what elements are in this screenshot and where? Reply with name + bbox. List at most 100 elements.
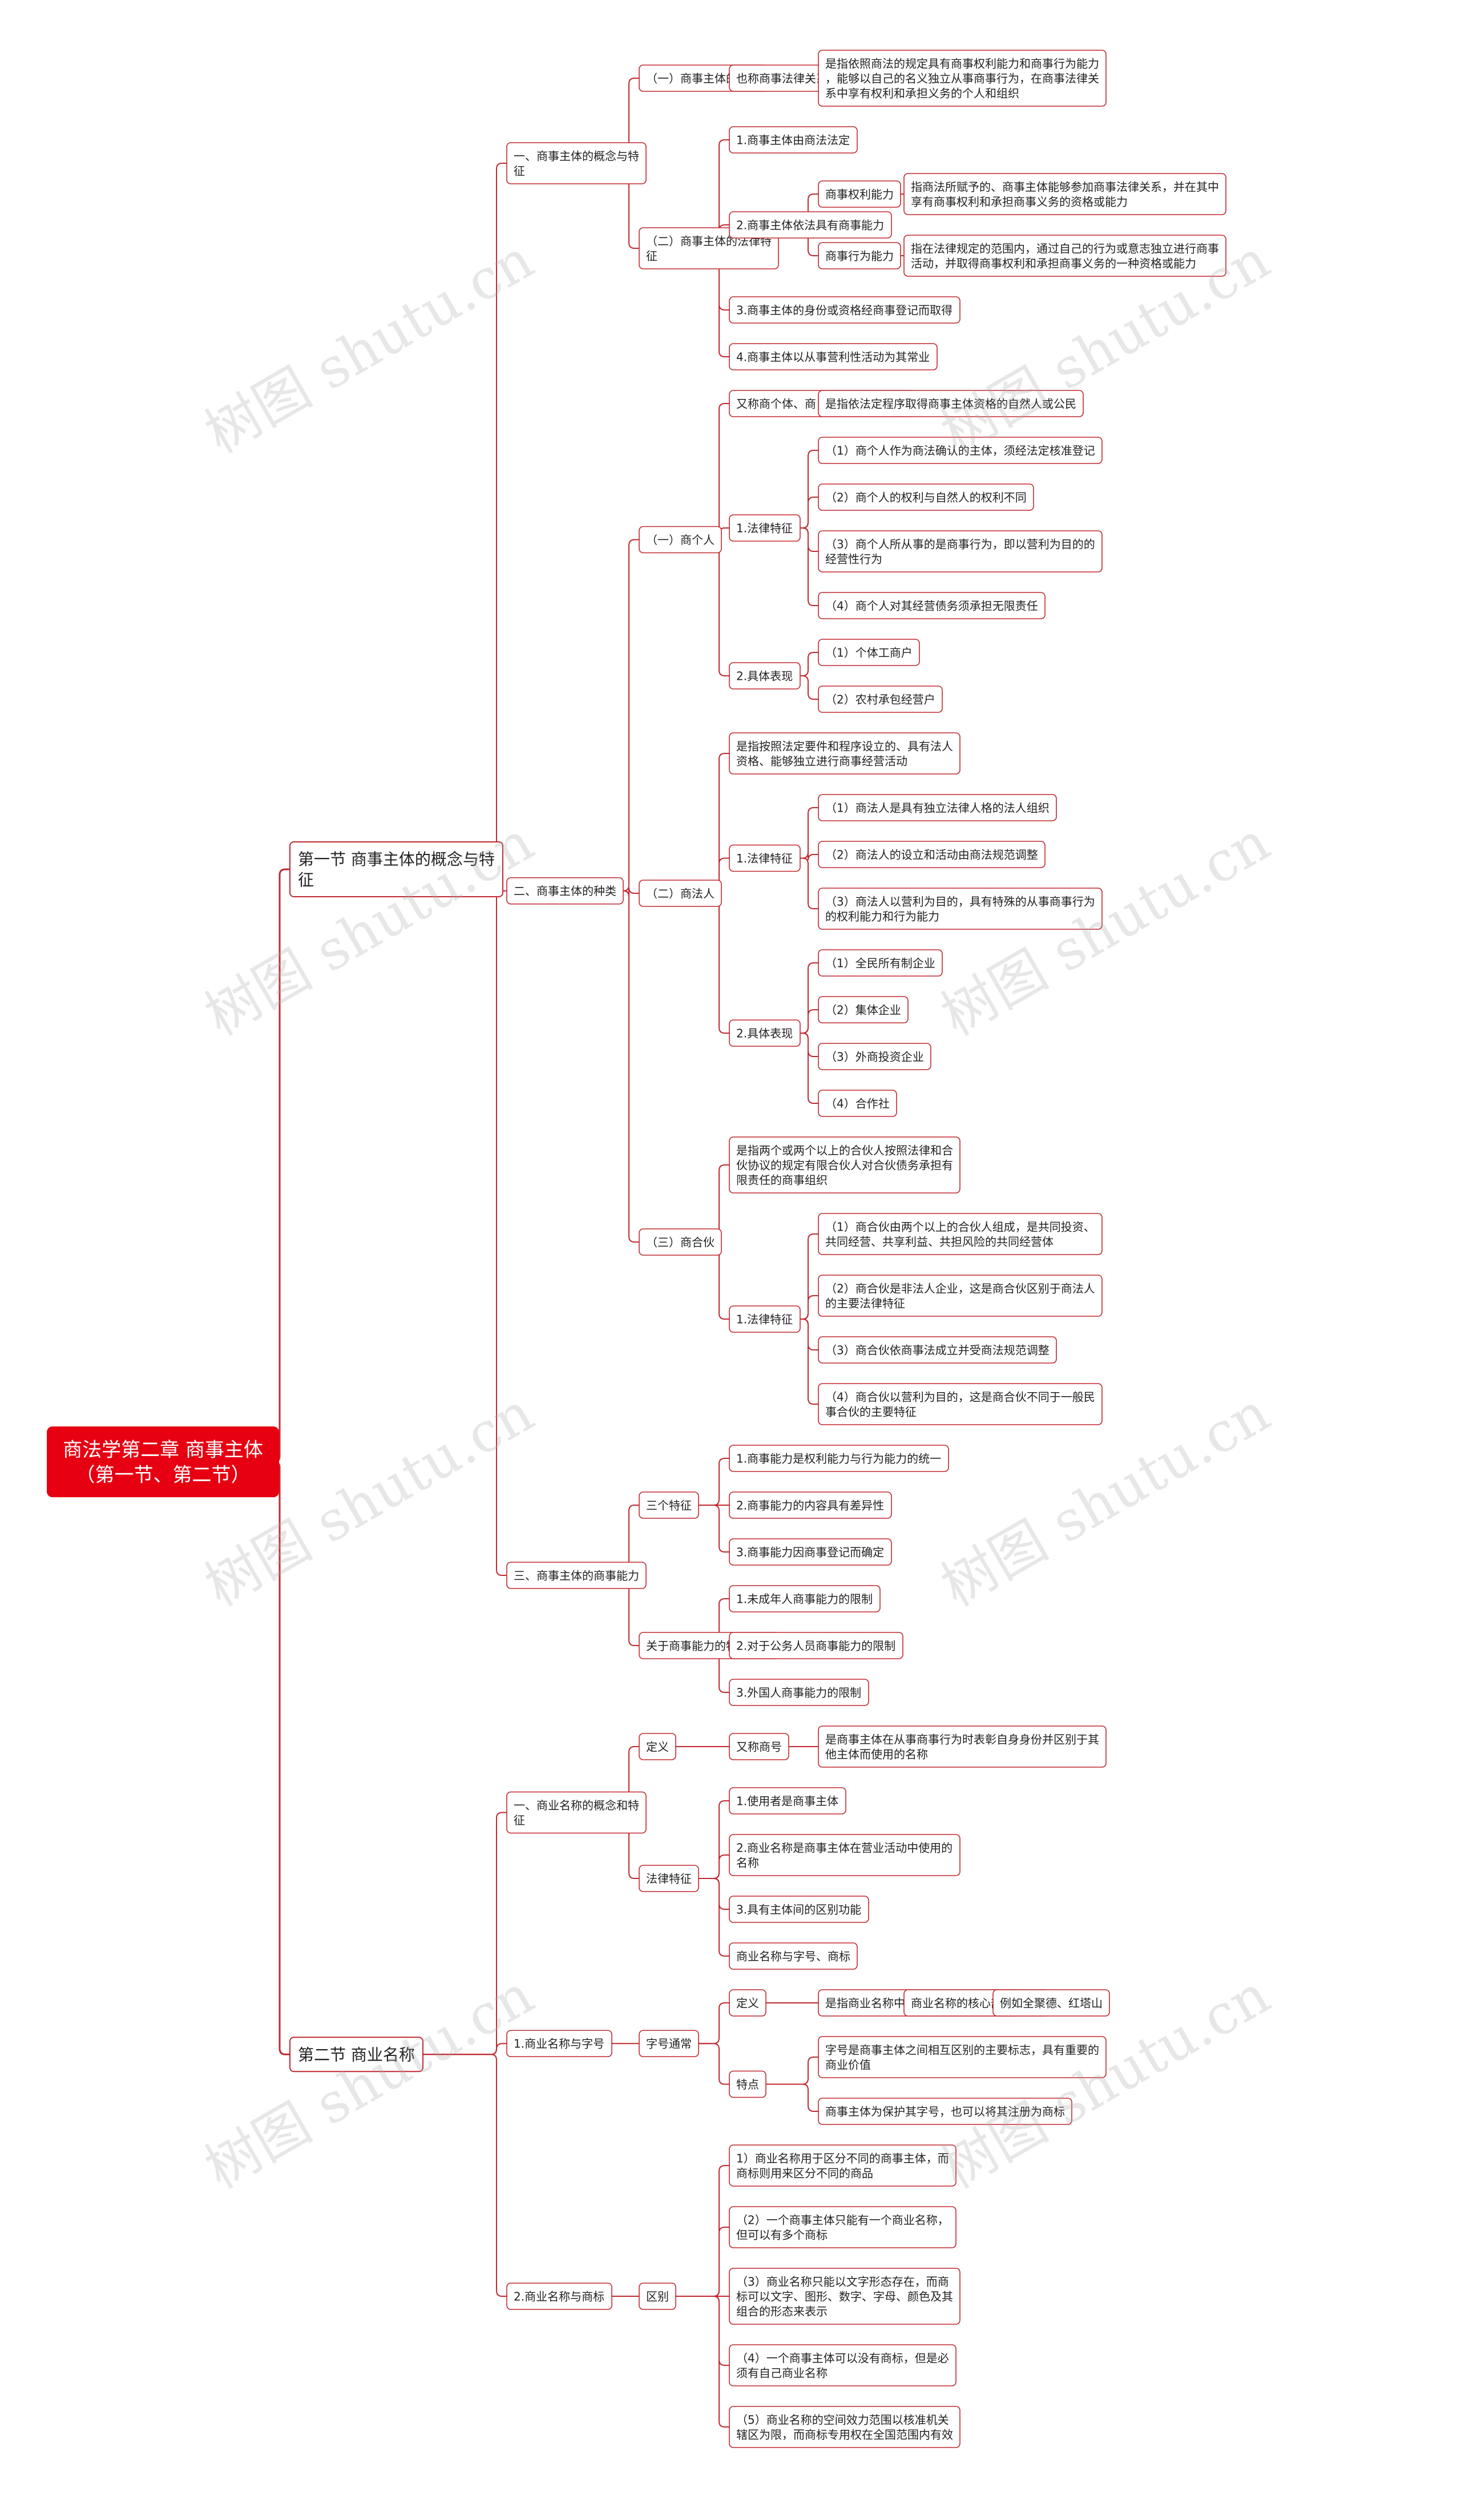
node-label: （2）农村承包经营户: [825, 692, 935, 706]
node-box: [818, 242, 901, 269]
branch-node[interactable]: （一）商个人: [639, 526, 722, 554]
branch-node[interactable]: 2.具体表现: [729, 1019, 801, 1047]
leaf-node[interactable]: 是指两个或两个以上的合伙人按照法律和合伙协议的规定有限合伙人对合伙债务承担有限责…: [729, 1136, 960, 1194]
node-label: 商事权利能力: [825, 187, 894, 201]
branch-node[interactable]: 2.商事主体依法具有商事能力: [729, 211, 892, 239]
leaf-node[interactable]: （2）商法人的设立和活动由商法规范调整: [818, 841, 1046, 868]
branch-node[interactable]: 2.商业名称与商标: [506, 2283, 612, 2310]
leaf-node[interactable]: （2）集体企业: [818, 996, 909, 1023]
leaf-node[interactable]: （1）商法人是具有独立法律人格的法人组织: [818, 794, 1057, 821]
section-node[interactable]: 第二节 商业名称: [289, 2037, 423, 2073]
node-box: [506, 877, 624, 905]
node-label: （4）商合伙以营利为目的，这是商合伙不同于一般民: [825, 1390, 1095, 1404]
branch-node[interactable]: 2.具体表现: [729, 662, 801, 690]
branch-node[interactable]: 商事权利能力: [818, 180, 901, 208]
leaf-node[interactable]: （1）全民所有制企业: [818, 949, 943, 977]
node-box: [639, 526, 722, 554]
node-box: [729, 1787, 846, 1815]
leaf-node[interactable]: 是指依照商法的规定具有商事权利能力和商事行为能力，能够以自己的名义独立从事商事行…: [818, 50, 1107, 107]
branch-node[interactable]: 1.商业名称与字号: [506, 2030, 612, 2058]
branch-node[interactable]: 商事行为能力: [818, 242, 901, 269]
leaf-node[interactable]: 1.商事主体由商法法定: [729, 126, 858, 154]
node-box: [818, 888, 1103, 930]
connector: [800, 652, 818, 676]
leaf-node[interactable]: 2.对于公务人员商事能力的限制: [729, 1632, 903, 1659]
node-label: 2.具体表现: [736, 1026, 793, 1040]
leaf-node[interactable]: 3.外国人商事能力的限制: [729, 1679, 869, 1706]
node-label: （2）商合伙是非法人企业，这是商合伙区别于商法人: [825, 1281, 1095, 1295]
branch-node[interactable]: 1.法律特征: [729, 514, 801, 542]
leaf-node[interactable]: （3）商合伙依商事法成立并受商法规范调整: [818, 1336, 1057, 1364]
node-label: （4）商个人对其经营债务须承担无限责任: [825, 599, 1038, 612]
leaf-node[interactable]: 指在法律规定的范围内，通过自己的行为或意志独立进行商事活动，并取得商事权利和承担…: [903, 235, 1226, 277]
node-box: [729, 1834, 960, 1876]
leaf-node[interactable]: （2）一个商事主体只能有一个商业名称，但可以有多个商标: [729, 2206, 956, 2248]
branch-node[interactable]: 字号通常: [639, 2030, 699, 2058]
leaf-node[interactable]: （3）商业名称只能以文字形态存在，而商标可以文字、图形、数字、字母、颜色及其组合…: [729, 2268, 960, 2325]
node-label: （3）外商投资企业: [825, 1050, 924, 1063]
node-box: [729, 514, 801, 542]
branch-node[interactable]: 定义: [729, 1989, 766, 2017]
root-node[interactable]: 商法学第二章 商事主体（第一节、第二节）: [47, 1426, 279, 1498]
leaf-node[interactable]: 4.商事主体以从事营利性活动为其常业: [729, 343, 938, 370]
leaf-node[interactable]: （1）个体工商户: [818, 639, 920, 666]
connector: [800, 1009, 818, 1034]
branch-node[interactable]: 又称商号: [729, 1733, 789, 1760]
leaf-node[interactable]: 1.未成年人商事能力的限制: [729, 1585, 881, 1612]
branch-node[interactable]: 三个特征: [639, 1491, 699, 1519]
branch-node[interactable]: 法律特征: [639, 1865, 699, 1892]
node-label: 字号通常: [646, 2037, 692, 2051]
node-label: 征: [646, 249, 657, 263]
leaf-node[interactable]: 3.商事能力因商事登记而确定: [729, 1538, 892, 1566]
leaf-node[interactable]: 指商法所赋予的、商事主体能够参加商事法律关系，并在其中享有商事权利和承担商事义务…: [903, 173, 1226, 215]
node-label: 3.商事主体的身份或资格经商事登记而取得: [736, 303, 953, 317]
branch-node[interactable]: （三）商合伙: [639, 1228, 722, 1256]
leaf-node[interactable]: （1）商个人作为商法确认的主体，须经法定核准登记: [818, 437, 1103, 464]
node-label: 特点: [736, 2078, 759, 2091]
node-label: （3）商合伙依商事法成立并受商法规范调整: [825, 1343, 1050, 1357]
branch-node[interactable]: 特点: [729, 2070, 766, 2098]
leaf-node[interactable]: （3）外商投资企业: [818, 1043, 931, 1070]
leaf-node[interactable]: 3.商事主体的身份或资格经商事登记而取得: [729, 296, 960, 324]
leaf-node[interactable]: 商事主体为保护其字号，也可以将其注册为商标: [818, 2098, 1072, 2125]
node-label: 2.商业名称与商标: [514, 2289, 604, 2303]
leaf-node[interactable]: 1.使用者是商事主体: [729, 1787, 846, 1815]
branch-node[interactable]: 定义: [639, 1733, 676, 1760]
branch-node[interactable]: 区别: [639, 2283, 676, 2310]
branch-node[interactable]: 1.法律特征: [729, 1305, 801, 1333]
connector: [800, 1319, 818, 1405]
leaf-node[interactable]: （4）商个人对其经营债务须承担无限责任: [818, 592, 1046, 619]
branch-node[interactable]: 1.法律特征: [729, 844, 801, 872]
leaf-node[interactable]: （1）商合伙由两个以上的合伙人组成，是共同投资、共同经营、共享利益、共担风险的共…: [818, 1213, 1103, 1255]
branch-node[interactable]: （二）商法人: [639, 880, 722, 907]
node-label: （4）一个商事主体可以没有商标，但是必: [736, 2351, 949, 2365]
node-box: [506, 2030, 612, 2058]
node-label: 又称商号: [736, 1740, 782, 1753]
leaf-node[interactable]: 商业名称与字号、商标: [729, 1942, 858, 1970]
leaf-node[interactable]: （2）农村承包经营户: [818, 686, 943, 713]
leaf-node[interactable]: 1.商事能力是权利能力与行为能力的统一: [729, 1445, 949, 1472]
leaf-node[interactable]: 3.具有主体间的区别功能: [729, 1896, 869, 1923]
leaf-node[interactable]: （2）商个人的权利与自然人的权利不同: [818, 483, 1034, 511]
leaf-node[interactable]: 2.商事能力的内容具有差异性: [729, 1491, 892, 1519]
leaf-node[interactable]: 是指依法定程序取得商事主体资格的自然人或公民: [818, 390, 1084, 417]
connector: [800, 807, 818, 859]
leaf-node[interactable]: 例如全聚德、红塔山: [992, 1989, 1110, 2017]
leaf-node[interactable]: （4）合作社: [818, 1090, 897, 1117]
branch-node[interactable]: 二、商事主体的种类: [506, 877, 624, 905]
branch-node[interactable]: 三、商事主体的商事能力: [506, 1562, 647, 1589]
